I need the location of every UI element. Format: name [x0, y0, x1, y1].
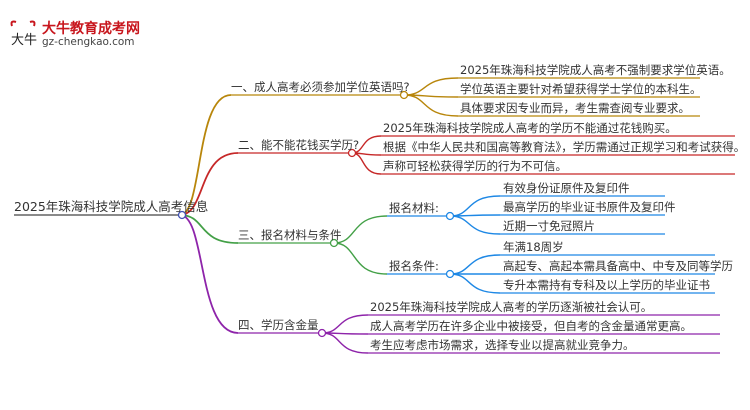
- b2-leaf-line-3: [351, 152, 382, 175]
- branch-2-label[interactable]: 二、能不能花钱买学历?: [238, 138, 360, 152]
- connector-lines: [14, 77, 735, 354]
- conditions-leaf-2: 高起专、高起本需具备高中、中专及同等学历: [503, 259, 733, 273]
- branch-3-label[interactable]: 三、报名材料与条件: [238, 228, 342, 242]
- root-to-branch-2: [179, 152, 239, 216]
- conditions-leaf-1: 年满18周岁: [503, 240, 564, 254]
- site-logo[interactable]: 大牛 大牛教育成考网 gz-chengkao.com: [8, 18, 178, 54]
- branch-1-leaf-2: 学位英语主要针对希望获得学士学位的本科生。: [460, 82, 702, 96]
- branch-3-group-conditions[interactable]: 报名条件:: [389, 259, 439, 273]
- mat-leaf-line-1: [449, 195, 501, 217]
- cond-leaf-line-1: [449, 254, 501, 275]
- materials-leaf-1: 有效身份证原件及复印件: [503, 181, 630, 195]
- materials-dot: [445, 211, 455, 221]
- branch-4-leaf-2: 成人高考学历在许多企业中被接受，但自考的含金量通常更高。: [370, 319, 692, 333]
- branch-1-label[interactable]: 一、成人高考必须参加学位英语吗?: [231, 80, 410, 94]
- branch-4-leaf-1: 2025年珠海科技学院成人高考的学历逐渐被社会认可。: [370, 300, 653, 314]
- logo-mark: 大牛: [11, 33, 37, 48]
- b1-leaf-line-1: [403, 77, 459, 96]
- cond-leaf-line-3: [449, 273, 501, 294]
- branch-2-leaf-2: 根据《中华人民共和国高等教育法》，学历需通过正规学习和考试获得。: [383, 140, 746, 154]
- branch-4-dot: [317, 328, 327, 338]
- materials-leaf-3: 近期一寸免冠照片: [503, 219, 595, 233]
- root-to-branch-4: [179, 214, 239, 334]
- conditions-dot: [445, 269, 455, 279]
- root-to-branch-1: [179, 94, 232, 216]
- logo-title: 大牛教育成考网: [42, 21, 140, 37]
- node-dots: [177, 90, 455, 338]
- branch-1-leaf-1: 2025年珠海科技学院成人高考不强制要求学位英语。: [460, 63, 731, 77]
- branch-1-leaf-3: 具体要求因专业而异，考生需查阅专业要求。: [460, 101, 690, 115]
- b1-leaf-line-3: [403, 94, 459, 117]
- branch-3-dot: [329, 238, 339, 248]
- branch-4-leaf-3: 考生应考虑市场需求，选择专业以提高就业竞争力。: [370, 338, 635, 352]
- branch-4-label[interactable]: 四、学历含金量: [238, 318, 319, 332]
- b3-to-materials: [333, 215, 388, 244]
- root-node[interactable]: 2025年珠海科技学院成人高考信息: [14, 199, 209, 214]
- materials-leaf-2: 最高学历的毕业证书原件及复印件: [503, 200, 676, 214]
- root-to-branch-3: [179, 214, 239, 244]
- branch-2-dot: [347, 148, 357, 158]
- bull-logo-icon: 大牛: [10, 20, 37, 48]
- branch-2-leaf-1: 2025年珠海科技学院成人高考的学历不能通过花钱购买。: [383, 121, 677, 135]
- conditions-leaf-3: 专升本需持有专科及以上学历的毕业证书: [503, 278, 710, 292]
- b4-leaf-line-3: [321, 332, 369, 354]
- mat-leaf-line-3: [449, 215, 501, 235]
- branch-3-group-materials[interactable]: 报名材料:: [389, 201, 439, 215]
- branch-1-dot: [399, 90, 409, 100]
- logo-url: gz-chengkao.com: [42, 36, 135, 48]
- root-dot: [177, 210, 187, 220]
- b4-leaf-line-1: [321, 314, 369, 334]
- branch-2-leaf-3: 声称可轻松获得学历的行为不可信。: [383, 159, 567, 173]
- b3-to-conditions: [333, 242, 388, 275]
